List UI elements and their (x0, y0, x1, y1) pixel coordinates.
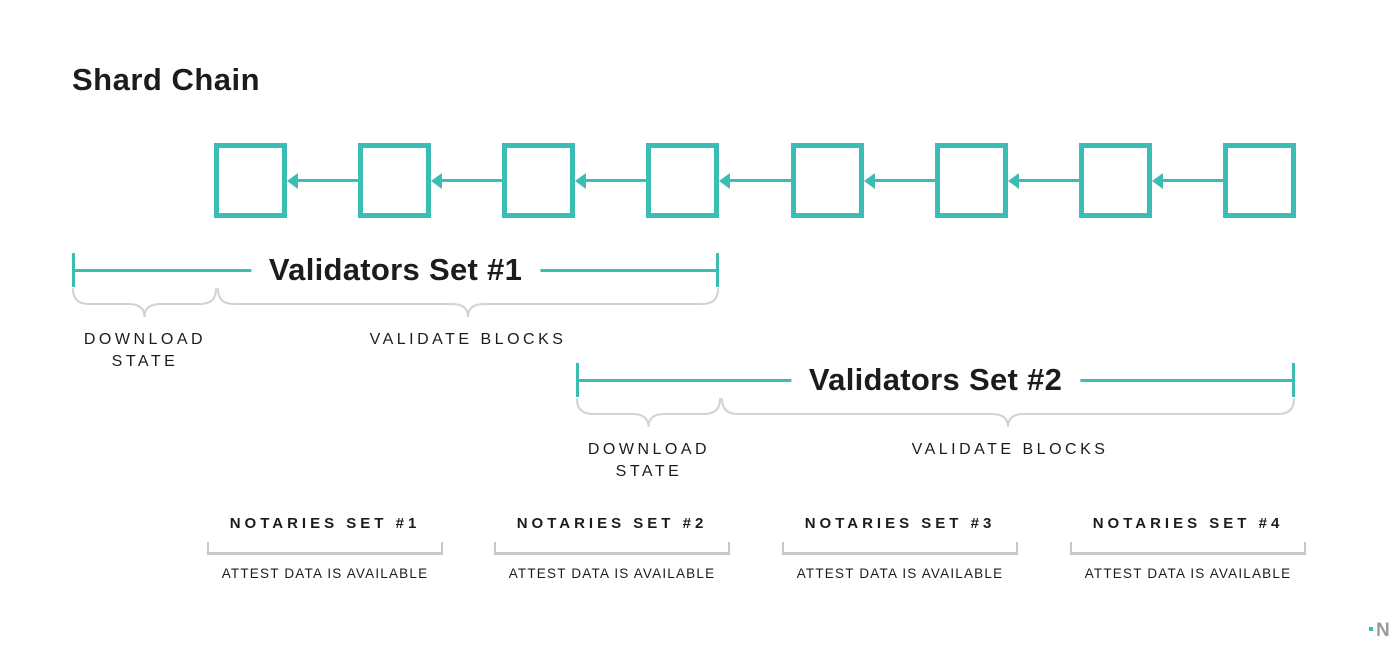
download-state-label: DOWNLOAD STATE (587, 441, 711, 480)
notaries-set-1-caption: ATTEST DATA IS AVAILABLE (221, 566, 429, 581)
validator-set-1-label: Validators Set #1 (250, 252, 541, 288)
validator-set-1: Validators Set #1 DOWNLOAD STATE VALIDAT… (72, 252, 719, 383)
notaries-set-1-range (207, 542, 443, 555)
notaries-set-3-caption: ATTEST DATA IS AVAILABLE (796, 566, 1004, 581)
logo-dot-icon (1369, 627, 1373, 631)
range-cap-right (716, 253, 719, 287)
chain-block (1222, 143, 1296, 218)
notaries-set-1: NOTARIES SET #1 ATTEST DATA IS AVAILABLE (207, 514, 443, 581)
notaries-set-3-title: NOTARIES SET #3 (804, 515, 996, 532)
prev-block-arrow-icon (1008, 143, 1079, 218)
download-state-brace (576, 398, 721, 428)
validator-set-2-label: Validators Set #2 (790, 362, 1081, 398)
prev-block-arrow-icon (864, 143, 935, 218)
download-state-brace (72, 288, 217, 318)
range-cap-right (1292, 363, 1295, 397)
chain-block (646, 143, 720, 218)
notaries-set-2-title: NOTARIES SET #2 (516, 515, 708, 532)
validator-set-2-range: Validators Set #2 (576, 362, 1295, 398)
page-title: Shard Chain (72, 62, 261, 97)
chain-block (214, 143, 287, 218)
chain-block (1078, 143, 1152, 218)
prev-block-arrow-icon (287, 143, 358, 218)
chain-block (502, 143, 576, 218)
validate-blocks-brace (217, 288, 719, 318)
validator-set-2: Validators Set #2 DOWNLOAD STATE VALIDAT… (576, 362, 1295, 493)
prev-block-arrow-icon (1152, 143, 1223, 218)
prev-block-arrow-icon (575, 143, 646, 218)
shard-chain-row (214, 143, 1296, 218)
download-state-label: DOWNLOAD STATE (83, 331, 207, 370)
logo: N (1368, 618, 1400, 644)
chain-block (358, 143, 432, 218)
notaries-set-3-range (782, 542, 1018, 555)
notaries-set-2-caption: ATTEST DATA IS AVAILABLE (508, 566, 716, 581)
notaries-set-4: NOTARIES SET #4 ATTEST DATA IS AVAILABLE (1070, 514, 1306, 581)
notaries-set-4-caption: ATTEST DATA IS AVAILABLE (1084, 566, 1292, 581)
validate-blocks-label: VALIDATE BLOCKS (911, 441, 1109, 458)
validator-set-1-range: Validators Set #1 (72, 252, 719, 288)
notaries-set-4-title: NOTARIES SET #4 (1092, 515, 1284, 532)
notaries-set-3: NOTARIES SET #3 ATTEST DATA IS AVAILABLE (782, 514, 1018, 581)
logo-letter: N (1376, 620, 1390, 641)
notaries-set-1-title: NOTARIES SET #1 (229, 515, 421, 532)
notaries-set-2-range (494, 542, 730, 555)
validate-blocks-brace (721, 398, 1295, 428)
notaries-set-4-range (1070, 542, 1306, 555)
prev-block-arrow-icon (719, 143, 790, 218)
validate-blocks-label: VALIDATE BLOCKS (369, 331, 567, 348)
chain-block (790, 143, 864, 218)
chain-block (934, 143, 1008, 218)
prev-block-arrow-icon (431, 143, 502, 218)
notaries-set-2: NOTARIES SET #2 ATTEST DATA IS AVAILABLE (494, 514, 730, 581)
